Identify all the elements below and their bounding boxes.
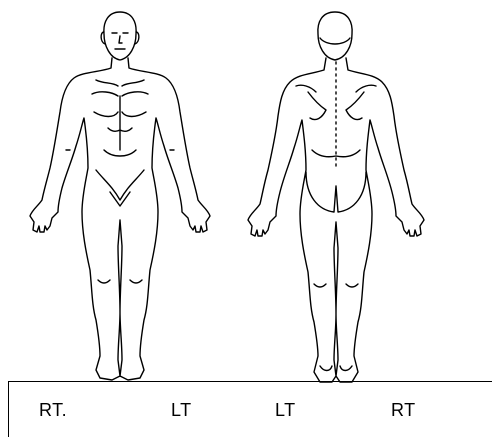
front-clavicles (96, 80, 144, 86)
orientation-label-row: RT. LT LT RT (8, 381, 492, 437)
back-head (318, 12, 352, 60)
front-right-label: RT. (39, 400, 67, 421)
front-body-outline (30, 12, 210, 380)
back-buttocks (306, 172, 366, 212)
back-heels (320, 366, 352, 371)
front-face (112, 33, 128, 49)
back-right-label: RT (391, 400, 416, 421)
front-left-label: LT (171, 400, 192, 421)
back-hairline (320, 38, 350, 44)
front-knees (98, 280, 142, 283)
back-left-label: LT (275, 400, 296, 421)
front-abdomen (96, 96, 144, 200)
body-diagram (0, 0, 492, 385)
back-knees (314, 284, 358, 287)
back-body-outline (248, 12, 424, 382)
